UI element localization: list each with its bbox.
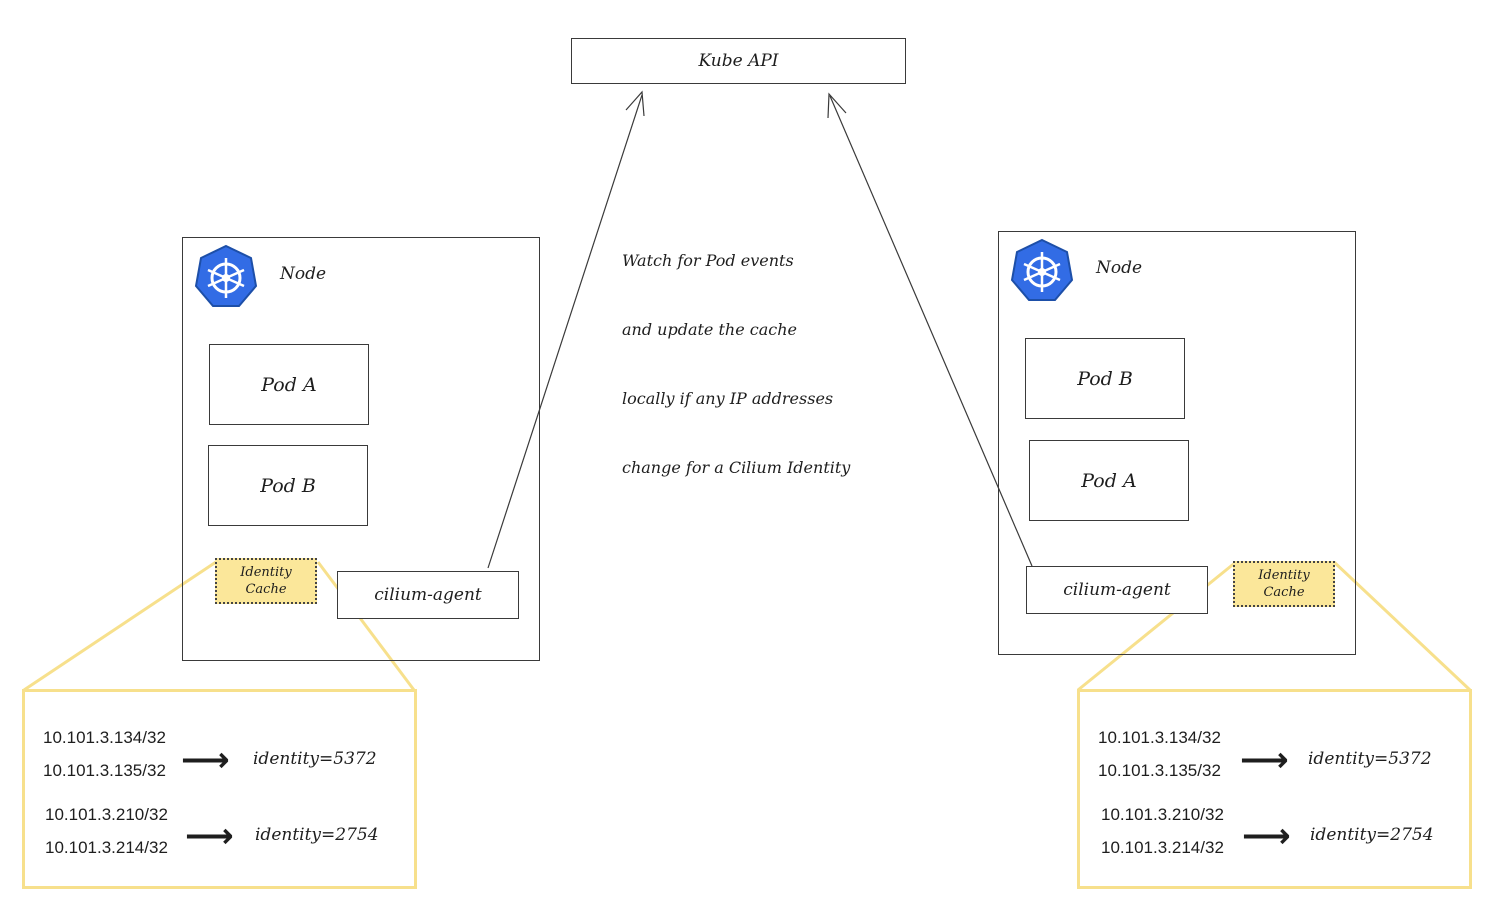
identity-value: identity=5372: [1308, 749, 1432, 769]
ip-address: 10.101.3.134/32: [43, 728, 166, 747]
kubernetes-helm-icon: [1010, 238, 1074, 301]
right-arrow-icon: ⟶: [1242, 816, 1291, 856]
right-cilium-agent: cilium-agent: [1026, 566, 1208, 614]
right-arrow-icon: ⟶: [181, 740, 230, 780]
cache-label-line2: Cache: [1263, 585, 1305, 600]
cache-label-line1: Identity: [1258, 568, 1310, 583]
ip-address: 10.101.3.214/32: [45, 838, 168, 857]
left-pod-b: Pod B: [208, 445, 368, 526]
identity-value: identity=2754: [1310, 825, 1434, 845]
left-node-title: Node: [280, 264, 327, 284]
identity-value: identity=2754: [255, 825, 379, 845]
ip-address: 10.101.3.134/32: [1098, 728, 1221, 747]
right-node: [998, 231, 1356, 655]
kube-api-label: Kube API: [698, 51, 779, 71]
note-line: change for a Cilium Identity: [622, 458, 851, 477]
agent-label: cilium-agent: [374, 585, 482, 605]
identity-value: identity=5372: [253, 749, 377, 769]
note-line: Watch for Pod events: [622, 251, 794, 270]
right-pod-a: Pod A: [1029, 440, 1189, 521]
pod-label: Pod A: [261, 373, 317, 396]
right-identity-cache-zoom: 10.101.3.134/32 10.101.3.135/32 ⟶ identi…: [1077, 689, 1472, 889]
right-node-title: Node: [1096, 258, 1143, 278]
note-line: and update the cache: [622, 320, 798, 339]
ip-address: 10.101.3.210/32: [45, 805, 168, 824]
cache-label-line2: Cache: [245, 582, 287, 597]
note-line: locally if any IP addresses: [622, 389, 834, 408]
pod-label: Pod B: [260, 474, 316, 497]
right-identity-cache: Identity Cache: [1233, 561, 1335, 607]
left-pod-a: Pod A: [209, 344, 369, 425]
left-api-arrowhead: [625, 90, 645, 117]
pod-label: Pod B: [1077, 367, 1133, 390]
right-arrow-icon: ⟶: [185, 816, 234, 856]
left-identity-cache: Identity Cache: [215, 558, 317, 604]
cache-label-line1: Identity: [240, 565, 292, 580]
ip-address: 10.101.3.135/32: [43, 761, 166, 780]
left-cilium-agent: cilium-agent: [337, 571, 519, 619]
right-api-arrowhead: [827, 92, 847, 119]
ip-address: 10.101.3.210/32: [1101, 805, 1224, 824]
ip-address: 10.101.3.214/32: [1101, 838, 1224, 857]
right-pod-b: Pod B: [1025, 338, 1185, 419]
right-arrow-icon: ⟶: [1240, 740, 1289, 780]
kube-api-box: Kube API: [571, 38, 906, 84]
left-node: [182, 237, 540, 661]
left-identity-cache-zoom: 10.101.3.134/32 10.101.3.135/32 ⟶ identi…: [22, 689, 417, 889]
kubernetes-helm-icon: [194, 244, 258, 307]
ip-address: 10.101.3.135/32: [1098, 761, 1221, 780]
agent-label: cilium-agent: [1063, 580, 1171, 600]
pod-label: Pod A: [1081, 469, 1137, 492]
watch-note: Watch for Pod events and update the cach…: [622, 203, 850, 502]
